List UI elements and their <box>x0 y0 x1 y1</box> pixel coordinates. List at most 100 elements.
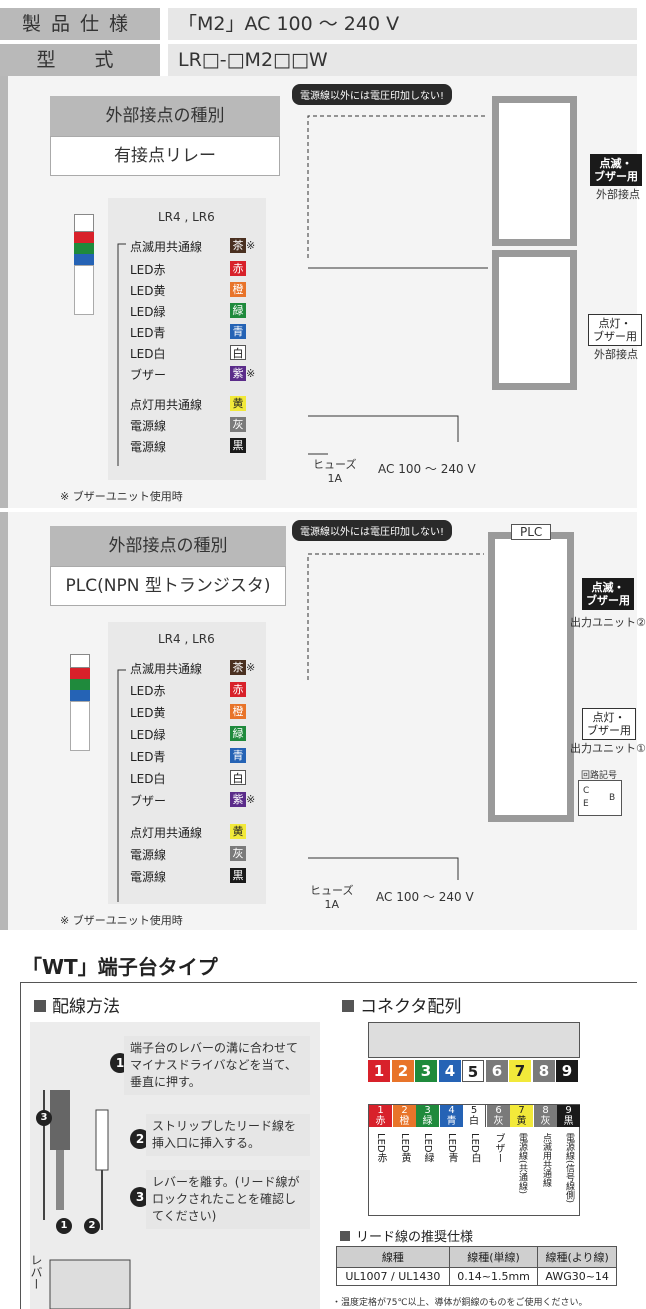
spec-label: 製品仕様 <box>0 8 160 40</box>
flash-buzzer-tag: 点滅・ ブザー用 <box>590 154 642 186</box>
contact-kind-title: 外部接点の種別 <box>50 526 286 566</box>
pin-number: 3 <box>415 1060 437 1082</box>
table-cell: AWG30~14 <box>537 1267 617 1286</box>
wire-color-chip: 黒 <box>230 438 246 453</box>
wire-color-chip: 灰 <box>230 417 246 432</box>
wt-section-frame <box>20 982 637 1309</box>
circuit-e: E <box>583 799 589 809</box>
wire-label: 電源線 <box>130 870 167 884</box>
contact-kind-box: 外部接点の種別 有接点リレー <box>50 96 280 176</box>
wire-color-chip: 黒 <box>230 868 246 883</box>
pin-number: 8 <box>533 1060 555 1082</box>
wire-color-chip: 茶 <box>230 660 246 675</box>
pin-number: 9 <box>556 1060 578 1082</box>
table-cell: 0.14~1.5mm <box>448 1267 539 1286</box>
table-cell: UL1007 / UL1430 <box>336 1267 450 1286</box>
connector-layout-heading: コネクタ配列 <box>342 992 461 1017</box>
wire-color-chip: 青 <box>230 324 246 339</box>
model-value: LR□-□M2□□W <box>168 44 637 76</box>
contact-kind-value: 有接点リレー <box>50 136 280 176</box>
pin-number: 6 <box>486 1060 508 1082</box>
wiring-method-heading: 配線方法 <box>34 992 120 1017</box>
wire-label: LED白 <box>130 772 166 786</box>
wire-color-chip: 赤 <box>230 261 246 276</box>
light-buzzer-tag: 点灯・ ブザー用 <box>588 314 642 346</box>
step-number: 3 <box>130 1187 150 1207</box>
pin-description: LED赤 <box>375 1133 386 1163</box>
wire-label: LED黄 <box>130 706 166 720</box>
step-text: レバーを離す。(リード線がロックされたことを確認してください) <box>146 1170 310 1229</box>
pin-description: ブザー <box>493 1133 504 1163</box>
flash-buzzer-tag: 点滅・ ブザー用 <box>582 578 634 610</box>
wire-color-chip: 灰 <box>230 846 246 861</box>
light-contact-sub: 外部接点 <box>594 348 638 361</box>
buzzer-note: ※ ブザーユニット使用時 <box>60 490 183 503</box>
circuit-b: B <box>609 793 616 803</box>
step-number: 1 <box>56 1218 72 1234</box>
lead-spec-table: 線種 線種(単線) 線種(より線) UL1007 / UL1430 0.14~1… <box>336 1246 617 1286</box>
wire-label: 電源線 <box>130 419 167 433</box>
wire-label: 電源線 <box>130 440 167 454</box>
plc-diagram-panel: 外部接点の種別 PLC(NPN 型トランジスタ) 電源線以外には電圧印加しない!… <box>0 512 646 930</box>
wire-label: LED青 <box>130 326 166 340</box>
wire-color-chip: 青 <box>230 748 246 763</box>
wire-color-chip: 黄 <box>230 824 246 839</box>
plc-wiring-lines <box>117 553 484 902</box>
table-header: 線種(より線) <box>537 1246 617 1268</box>
fuse-label: ヒューズ 1A <box>313 458 357 485</box>
pin-description: LED緑 <box>422 1133 433 1163</box>
square-bullet-icon <box>34 1000 46 1012</box>
voltage-warning: 電源線以外には電圧印加しない! <box>292 520 453 541</box>
wire-color-chip: 橙 <box>230 282 246 297</box>
wire-color-chip: 紫 <box>230 792 246 807</box>
pin-description: 電源線(共通線) <box>517 1133 527 1195</box>
lead-spec-heading: リード線の推奨仕様 <box>340 1226 473 1245</box>
pin-number: 2 <box>392 1060 414 1082</box>
wire-color-chip: 白 <box>230 770 246 785</box>
wire-label: LED白 <box>130 347 166 361</box>
light-contact-box <box>492 250 577 390</box>
contact-kind-box: 外部接点の種別 PLC(NPN 型トランジスタ) <box>50 526 286 606</box>
flash-contact-box <box>492 96 577 246</box>
pin-number: 7 <box>509 1060 531 1082</box>
flash-contact-sub: 外部接点 <box>596 188 640 201</box>
wire-label: ブザー <box>130 368 167 382</box>
lead-spec-footnote: ・温度定格が75℃以上、導体が銅線のものをご使用ください。 <box>332 1298 588 1308</box>
table-header: 線種 <box>336 1246 450 1268</box>
fuse-label: ヒューズ 1A <box>310 884 354 911</box>
wire-label: 点灯用共通線 <box>130 826 203 840</box>
ac-voltage-label: AC 100 ～ 240 V <box>378 462 476 476</box>
pin-number: 4 <box>439 1060 461 1082</box>
ac-voltage-label: AC 100 ～ 240 V <box>376 890 474 904</box>
wire-color-chip: 緑 <box>230 726 246 741</box>
light-buzzer-tag: 点灯・ ブザー用 <box>582 708 636 740</box>
light-output-sub: 出力ユニット① <box>570 742 646 755</box>
pin-description: LED黄 <box>399 1133 410 1163</box>
wire-label: ブザー <box>130 794 167 808</box>
square-bullet-icon <box>342 1000 354 1012</box>
connector-pin-row: 1 2 3 4 5 6 7 8 9 <box>368 1060 580 1082</box>
wt-section-title: 「WT」端子台タイプ <box>22 955 218 979</box>
step-number: 2 <box>130 1129 150 1149</box>
wire-label: LED青 <box>130 750 166 764</box>
pin-description: LED青 <box>446 1133 457 1163</box>
step-text: 端子台のレバーの溝に合わせてマイナスドライバなどを当て、垂直に押す。 <box>124 1036 310 1095</box>
step-text: ストリップしたリード線を挿入口に挿入する。 <box>146 1114 310 1156</box>
screwdriver-illustration <box>43 1090 131 1309</box>
wire-label: 点灯用共通線 <box>130 398 203 412</box>
relay-wiring-lines <box>117 115 488 466</box>
wire-label: 点滅用共通線 <box>130 662 203 676</box>
circuit-symbol-label: 回路記号 <box>581 771 618 781</box>
flash-output-sub: 出力ユニット② <box>570 616 646 629</box>
lever-label: レバー <box>29 1254 43 1290</box>
pin-number: 1 <box>368 1060 390 1082</box>
wire-label: 点滅用共通線 <box>130 240 203 254</box>
